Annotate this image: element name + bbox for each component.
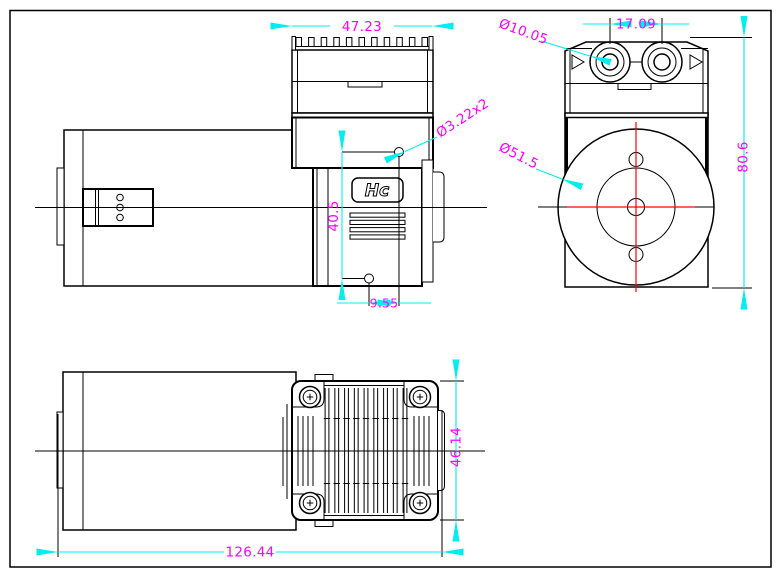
flow-arrow-right: [689, 54, 703, 70]
corner-screws: [298, 385, 432, 515]
cover-ribs: [292, 37, 433, 47]
dimension-head-diameter: Ø51.5: [496, 139, 584, 190]
fin-notches: [323, 418, 409, 484]
corner-pads: [292, 381, 438, 520]
dimension-head-width: 46.14: [440, 359, 465, 542]
vent-slots: [349, 212, 406, 240]
bottom-view: [35, 371, 485, 531]
head-mid-block: [291, 116, 434, 169]
dim-port-spacing-label: 17.09: [616, 17, 656, 33]
dimension-mount-height: 40.5: [326, 130, 346, 300]
dim-mount-height-label: 40.5: [326, 200, 342, 231]
side-view: [538, 41, 715, 292]
logo-plate: [351, 177, 404, 203]
head-side-strip: [421, 159, 434, 283]
port-left: [589, 41, 631, 83]
dim-head-width-label: 46.14: [449, 427, 465, 467]
dimension-overall-height: 80.6: [690, 16, 752, 310]
dimension-port-spacing: 17.09: [583, 17, 689, 44]
port-right: [641, 41, 683, 83]
head-notch: [617, 83, 652, 90]
dim-overall-height-label: 80.6: [736, 141, 752, 172]
dim-top-width-label: 47.23: [342, 19, 382, 35]
dimension-overall-length: 126.44: [36, 410, 464, 561]
sheet-border: [9, 9, 772, 568]
terminal-pin: [116, 193, 124, 202]
front-view: Hc: [35, 36, 487, 306]
dim-mount-hole-label: Ø3.22x2: [433, 96, 492, 142]
dim-overall-length-label: 126.44: [225, 545, 274, 561]
dim-mount-offset-label: 9.55: [370, 296, 399, 311]
motor-end-cap-bottom: [56, 411, 64, 489]
mount-hole-top: [394, 147, 404, 157]
cover-tab: [347, 81, 383, 88]
flow-arrow-left: [571, 54, 585, 70]
mount-hole-bottom: [364, 273, 374, 284]
terminal-pin: [116, 213, 124, 222]
dimension-mount-offset: 9.55: [337, 296, 431, 311]
dim-head-diameter-label: Ø51.5: [496, 139, 541, 172]
head-seam: [564, 112, 709, 119]
dimension-top-width: 47.23: [270, 19, 454, 35]
brand-logo: Hc: [365, 181, 389, 201]
dim-port-diameter-label: Ø10.05: [497, 16, 550, 49]
motor-end-cap: [56, 167, 65, 246]
